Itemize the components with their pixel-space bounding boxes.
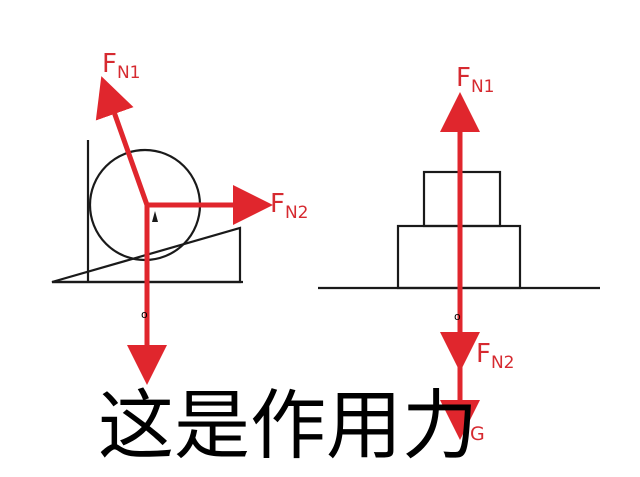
left-diagram: o FN1 FN2 bbox=[51, 49, 309, 385]
left-small-mark: o bbox=[141, 308, 148, 321]
right-fn1-label: FN1 bbox=[456, 63, 495, 97]
left-fn1-arrow bbox=[95, 76, 150, 206]
left-fn1-label: FN1 bbox=[102, 49, 141, 83]
right-fn2-label: FN2 bbox=[476, 339, 515, 373]
caption: 这是作用力 bbox=[98, 381, 478, 470]
left-fn2-label: FN2 bbox=[270, 189, 309, 223]
right-diagram: o FN1 FN2 G bbox=[318, 63, 600, 445]
right-small-mark: o bbox=[454, 310, 461, 323]
contact-marker bbox=[152, 211, 158, 222]
right-g-label: G bbox=[470, 423, 485, 445]
